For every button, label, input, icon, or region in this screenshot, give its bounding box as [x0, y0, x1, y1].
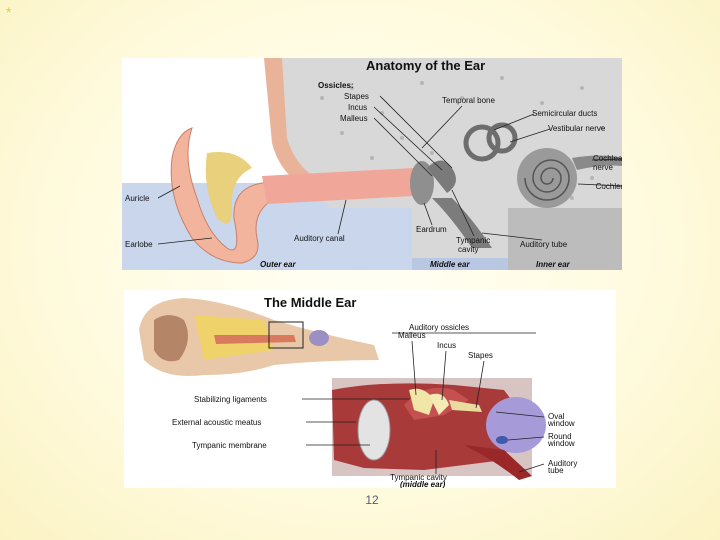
diagram1-title: Anatomy of the Ear: [366, 58, 485, 73]
auditory-tube-shape: [464, 445, 532, 480]
inset-auricle-shape: [154, 315, 188, 362]
label-semicircular-ducts: Semicircular ducts: [532, 109, 597, 118]
label-auditory-tube-1: Auditory: [548, 459, 577, 468]
label-tympanic-cavity-2-2: (middle ear): [400, 480, 446, 488]
label-auricle: Auricle: [125, 194, 150, 203]
label-outer-ear: Outer ear: [260, 260, 296, 269]
label-auditory-canal: Auditory canal: [294, 234, 345, 243]
label-cochlear-nerve-2: nerve: [593, 163, 614, 172]
label-temporal-bone: Temporal bone: [442, 96, 495, 105]
label-stabilizing-ligaments: Stabilizing ligaments: [194, 395, 267, 404]
leader-lines-1: [157, 95, 622, 245]
label-stapes-2: Stapes: [468, 351, 493, 360]
cochlea-shape: [517, 148, 577, 208]
label-inner-ear: Inner ear: [536, 260, 571, 269]
inset-cochlea-shape: [309, 330, 329, 346]
tympanic-membrane-shape: [357, 399, 391, 461]
label-cochlea: Cochlea: [596, 182, 622, 191]
ear-anatomy-illustration: Anatomy of the Ear Ossicles: Stapes Incu…: [122, 58, 622, 270]
bone-texture: [320, 76, 604, 200]
diagram2-title: The Middle Ear: [264, 295, 356, 310]
label-malleus-2: Malleus: [398, 331, 426, 340]
label-round-window-2: window: [547, 439, 575, 448]
ossicles-shape: [427, 160, 456, 193]
label-auditory-tube: Auditory tube: [520, 240, 568, 249]
label-tympanic-cavity-2-1: Tympanic cavity: [390, 473, 447, 482]
label-vestibular-nerve: Vestibular nerve: [548, 124, 606, 133]
label-earlobe: Earlobe: [125, 240, 153, 249]
label-round-window-1: Round: [548, 432, 572, 441]
temporal-bone-shape: [282, 58, 622, 258]
label-ossicles: Ossicles:: [318, 81, 354, 90]
skin-layer: [264, 58, 332, 198]
stapes-shape: [449, 400, 482, 412]
label-malleus: Malleus: [340, 114, 368, 123]
inner-ear-shape: [486, 397, 546, 453]
label-tympanic-cavity-1: Tympanic: [456, 236, 490, 245]
auditory-canal-shape: [262, 168, 414, 204]
label-incus-2: Incus: [437, 341, 456, 350]
ear-anatomy-diagram: Anatomy of the Ear Ossicles: Stapes Incu…: [122, 58, 622, 270]
label-oval-window-1: Oval: [548, 412, 565, 421]
page-number: 12: [365, 493, 379, 507]
label-middle-ear: Middle ear: [430, 260, 470, 269]
inset-highlight-box: [268, 321, 304, 349]
incus-shape: [429, 393, 449, 415]
label-auditory-tube-2: tube: [548, 466, 564, 475]
cartilage-shape: [205, 152, 252, 224]
round-window-shape: [496, 436, 508, 444]
semicircular-ducts-shape: [463, 122, 518, 162]
middle-ear-illustration: The Middle Ear Auditory ossicles Malleus…: [139, 295, 577, 488]
label-tympanic-membrane: Tympanic membrane: [192, 441, 267, 450]
label-external-acoustic-meatus: External acoustic meatus: [172, 418, 261, 427]
label-incus: Incus: [348, 103, 367, 112]
inset-canal-shape: [214, 335, 296, 344]
label-eardrum: Eardrum: [416, 225, 447, 234]
eustachian-tube-shape: [432, 198, 492, 248]
label-auditory-ossicles: Auditory ossicles: [409, 323, 469, 332]
malleus-shape: [409, 388, 434, 415]
cochlea-spiral: [524, 159, 570, 201]
label-stapes: Stapes: [344, 92, 369, 101]
label-cochlear-nerve-1: Cochlear: [593, 154, 622, 163]
label-oval-window-2: window: [547, 419, 575, 428]
label-tympanic-cavity-2: cavity: [458, 245, 478, 254]
leader-lines-2: [302, 332, 545, 474]
slide-bullet-icon: *: [6, 4, 12, 20]
inner-ear-region: [508, 208, 622, 270]
middle-ear-diagram: The Middle Ear Auditory ossicles Malleus…: [124, 290, 616, 488]
